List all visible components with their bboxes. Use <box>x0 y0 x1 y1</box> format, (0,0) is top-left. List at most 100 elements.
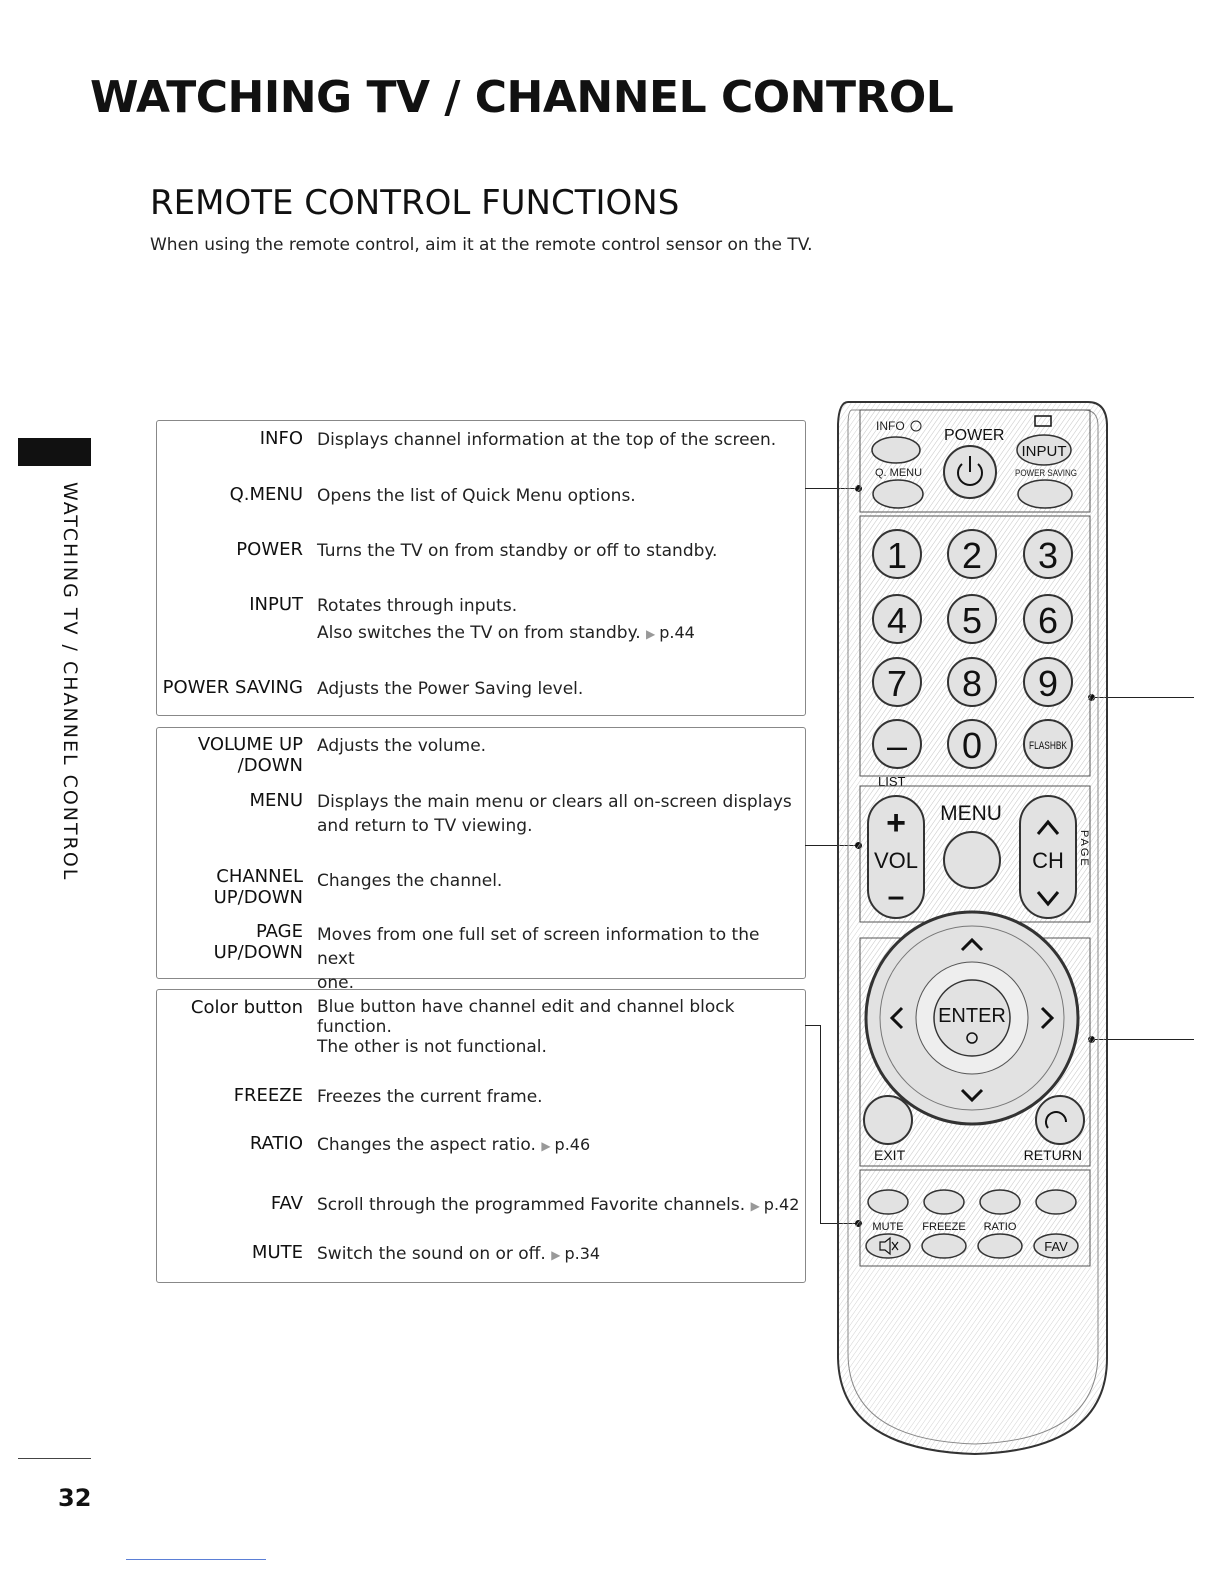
number-key-4[interactable] <box>872 594 922 644</box>
footer-rule <box>18 1458 91 1459</box>
intro-text: When using the remote control, aim it at… <box>150 235 813 255</box>
desc-input-text: Also switches the TV on from standby. <box>317 623 641 643</box>
power-saving-button[interactable] <box>1017 479 1073 509</box>
nav-up-icon <box>960 937 984 952</box>
desc-power-saving: Adjusts the Power Saving level. <box>317 679 584 699</box>
page-number: 32 <box>58 1484 92 1512</box>
desc-mute-text: Switch the sound on or off. <box>317 1244 546 1264</box>
number-key-1-label: 1 <box>887 535 907 576</box>
mute-icon <box>879 1236 899 1256</box>
footer-link-line <box>126 1559 266 1560</box>
return-label: RETURN <box>1024 1147 1082 1163</box>
number-key-6-label: 6 <box>1038 600 1058 641</box>
number-key-6[interactable] <box>1023 594 1073 644</box>
number-key-7[interactable] <box>872 657 922 707</box>
menu-label: MENU <box>940 802 1002 825</box>
term-volume-line1: VOLUME UP <box>197 734 303 755</box>
term-power: POWER <box>236 539 303 560</box>
number-key-4-label: 4 <box>887 600 907 641</box>
term-page: PAGE UP/DOWN <box>157 921 303 963</box>
desc-menu-line1: Displays the main menu or clears all on-… <box>317 792 792 812</box>
term-channel: CHANNEL UP/DOWN <box>157 866 303 908</box>
desc-power: Turns the TV on from standby or off to s… <box>317 541 718 561</box>
term-channel-line2: UP/DOWN <box>213 887 303 908</box>
input-label: INPUT <box>1022 443 1067 460</box>
desc-channel: Changes the channel. <box>317 871 503 891</box>
flashbk-key[interactable] <box>1023 719 1073 769</box>
ratio-label: RATIO <box>984 1221 1017 1233</box>
callout-line-group-2 <box>805 845 859 846</box>
color-button-blue[interactable] <box>1035 1189 1077 1215</box>
desc-volume: Adjusts the volume. <box>317 736 487 756</box>
number-key-3[interactable] <box>1023 529 1073 579</box>
menu-button[interactable] <box>943 831 1001 889</box>
number-key-1[interactable] <box>872 529 922 579</box>
number-key-9[interactable] <box>1023 657 1073 707</box>
page-label: PAGE <box>1078 830 1090 868</box>
color-button-red[interactable] <box>867 1189 909 1215</box>
desc-input-line1: Rotates through inputs. <box>317 596 518 616</box>
freeze-label: FREEZE <box>922 1221 965 1233</box>
callout-line-group-3-vertical <box>820 1025 821 1224</box>
info-button[interactable] <box>871 436 921 464</box>
desc-page-line1: Moves from one full set of screen inform… <box>317 925 760 969</box>
desc-qmenu: Opens the list of Quick Menu options. <box>317 486 636 506</box>
info-icon <box>910 420 922 432</box>
desc-color-line2: The other is not functional. <box>317 1037 547 1057</box>
desc-menu-line2: and return to TV viewing. <box>317 816 533 836</box>
exit-label: EXIT <box>874 1147 906 1163</box>
ratio-button[interactable] <box>977 1233 1023 1259</box>
vol-minus-label: – <box>888 880 905 913</box>
term-freeze: FREEZE <box>233 1085 303 1106</box>
term-volume: VOLUME UP /DOWN <box>157 734 303 776</box>
number-key-2[interactable] <box>947 529 997 579</box>
ch-up-icon <box>1036 819 1060 835</box>
number-key-3-label: 3 <box>1038 535 1058 576</box>
exit-button[interactable] <box>863 1095 913 1145</box>
color-button-yellow[interactable] <box>979 1189 1021 1215</box>
desc-color-line1: Blue button have channel edit and channe… <box>317 997 735 1037</box>
power-saving-label: POWER SAVING <box>1015 468 1077 478</box>
term-page-line1: PAGE <box>255 921 303 942</box>
number-key-2-label: 2 <box>962 535 982 576</box>
number-key-0[interactable] <box>947 719 997 769</box>
desc-ratio-text: Changes the aspect ratio. <box>317 1135 536 1155</box>
nav-ring-inner <box>879 925 1065 1111</box>
input-button[interactable] <box>1016 434 1072 466</box>
qmenu-button[interactable] <box>872 479 924 509</box>
desc-freeze: Freezes the current frame. <box>317 1087 543 1107</box>
fav-button[interactable] <box>1033 1233 1079 1259</box>
input-icon <box>1034 415 1052 427</box>
desc-mute: Switch the sound on or off. ▶p.34 <box>317 1242 800 1267</box>
ch-rocker[interactable] <box>1019 795 1077 919</box>
freeze-button[interactable] <box>921 1233 967 1259</box>
return-button[interactable] <box>1035 1095 1085 1145</box>
number-key-8-label: 8 <box>962 663 982 704</box>
vol-plus-label: + <box>886 804 906 842</box>
number-keys: 1 2 3 4 5 6 7 8 9 – 0 FLASHBK <box>872 529 1073 769</box>
color-button-green[interactable] <box>923 1189 965 1215</box>
side-tab-marker <box>18 438 91 466</box>
function-group-2: VOLUME UP /DOWN Adjusts the volume. MENU… <box>156 727 806 993</box>
number-key-0-label: 0 <box>962 725 982 766</box>
desc-input: Rotates through inputs. Also switches th… <box>317 594 800 646</box>
section-title: REMOTE CONTROL FUNCTIONS <box>150 183 680 223</box>
term-input: INPUT <box>249 594 303 615</box>
enter-button[interactable] <box>933 979 1011 1057</box>
mute-button[interactable] <box>865 1233 911 1259</box>
power-label: POWER <box>944 427 1004 444</box>
number-key-5[interactable] <box>947 594 997 644</box>
number-key-8[interactable] <box>947 657 997 707</box>
desc-menu: Displays the main menu or clears all on-… <box>317 790 800 838</box>
dash-key[interactable] <box>872 719 922 769</box>
vol-rocker[interactable] <box>867 795 925 919</box>
term-ratio: RATIO <box>249 1133 303 1154</box>
side-tab-label: WATCHING TV / CHANNEL CONTROL <box>59 482 81 882</box>
desc-fav-text: Scroll through the programmed Favorite c… <box>317 1195 746 1215</box>
term-info: INFO <box>259 428 303 449</box>
number-key-9-label: 9 <box>1038 663 1058 704</box>
term-channel-line1: CHANNEL <box>216 866 303 887</box>
term-page-line2: UP/DOWN <box>213 942 303 963</box>
return-icon <box>1045 1111 1067 1129</box>
flashbk-key-label: FLASHBK <box>1029 740 1067 752</box>
